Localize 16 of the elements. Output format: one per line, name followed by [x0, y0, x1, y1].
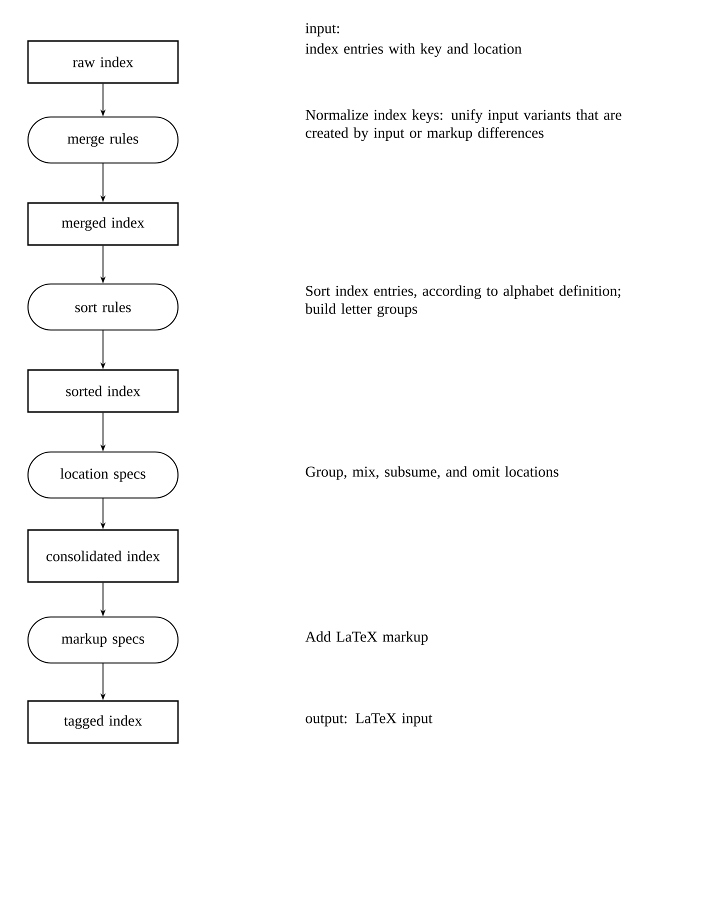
description-text: index entries with key and location	[306, 43, 522, 57]
process-box: merged index	[27, 202, 179, 246]
rule-box: sort rules	[27, 283, 179, 331]
description-text: Add LaTeX markup	[305, 631, 428, 645]
rule-box: markup specs	[27, 616, 179, 664]
process-box: consolidated index	[27, 529, 179, 583]
description-text: Sort index entries, according to alphabet definition; build letter groups	[305, 285, 620, 317]
process-box: sorted index	[27, 369, 179, 413]
rule-box: merge rules	[27, 116, 179, 164]
rule-box: location specs	[27, 451, 179, 499]
description-text: Normalize index keys: unify input variants that are created by input or markup differences	[306, 109, 622, 141]
description-text: output: LaTeX input	[306, 713, 432, 726]
description-text: Group, mix, subsume, and omit locations	[306, 466, 558, 480]
process-box: tagged index	[27, 700, 179, 744]
process-box: raw index	[27, 40, 179, 84]
description-text: input:	[306, 23, 339, 36]
